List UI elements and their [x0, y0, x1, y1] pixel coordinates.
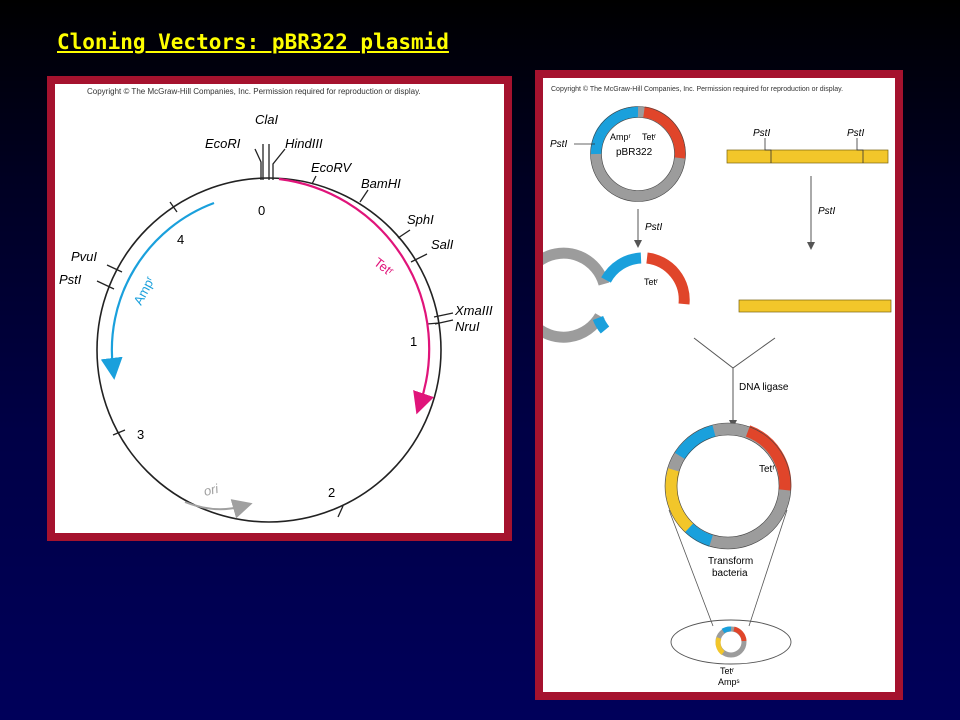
insert-pst-label-1: PstI	[753, 128, 770, 139]
cloning-panel: Copyright © The McGraw-Hill Companies, I…	[535, 70, 903, 700]
bacterial-cell	[670, 619, 792, 665]
transform-label-1: Transform	[708, 556, 753, 567]
cloning-copyright: Copyright © The McGraw-Hill Companies, I…	[551, 86, 844, 93]
tick-2	[337, 505, 344, 518]
slide-title: Cloning Vectors: pBR322 plasmid	[57, 30, 449, 54]
insert-dna-top	[726, 149, 889, 164]
tick-4-label: 4	[177, 232, 184, 247]
cloning-figure: PstI Ampʳ Tetʳ pBR322 PstI PstI PstI Pst…	[543, 106, 892, 687]
plasmid-circle	[96, 177, 442, 523]
arrow-pst-right-label: PstI	[818, 206, 835, 217]
amp-label: Ampʳ	[130, 274, 157, 307]
amp-gene-arrow	[100, 201, 215, 380]
xma-site-line	[433, 312, 454, 318]
tet-label-top: Tetʳ	[642, 132, 656, 142]
eco-rv-site-line	[311, 175, 317, 185]
tick-1	[426, 322, 440, 325]
pvu-label: PvuI	[71, 249, 97, 264]
tick-3	[112, 429, 126, 436]
plasmid-name: pBR322	[616, 147, 653, 158]
eco-rv-label: EcoRV	[311, 160, 353, 175]
insert-pst-label-2: PstI	[847, 128, 864, 139]
hind-label: HindIII	[285, 136, 323, 151]
sph-site-line	[397, 229, 411, 239]
cut-plasmid	[543, 247, 690, 343]
insert-dna-cut	[738, 299, 892, 313]
arrow-pst-left-label: PstI	[645, 222, 662, 233]
tick-0-label: 0	[258, 203, 265, 218]
cla-label: ClaI	[255, 112, 279, 127]
tick-4	[169, 201, 178, 213]
transform-label-2: bacteria	[712, 568, 748, 579]
eco-ri-label: EcoRI	[205, 136, 241, 151]
tet-label: Tetʳ	[371, 255, 396, 279]
nru-label: NruI	[455, 319, 480, 334]
bam-site-line	[359, 189, 369, 203]
ori-arrow	[184, 499, 253, 519]
cell-amp-label: Ampˢ	[718, 677, 740, 687]
cell-plasmid	[715, 626, 747, 658]
pst-left-label: PstI	[550, 139, 567, 150]
pvu-site-line	[106, 264, 123, 273]
tet-label-recombinant: Tetʳ	[759, 464, 775, 475]
sal-label: SalI	[431, 237, 454, 252]
tet-gene-arrow	[278, 177, 434, 415]
eco-ri-site-line	[254, 148, 262, 180]
amp-label-top: Ampʳ	[610, 132, 631, 142]
pbr322-plasmid	[590, 106, 686, 202]
transform-line-right	[748, 509, 788, 627]
map-copyright: Copyright © The McGraw-Hill Companies, I…	[87, 87, 421, 96]
pst-cut-2	[856, 138, 864, 163]
plasmid-map-panel: Copyright © The McGraw-Hill Companies, I…	[47, 76, 512, 541]
tick-3-label: 3	[137, 427, 144, 442]
recombinant-plasmid	[664, 422, 792, 550]
pst-cut-1	[764, 138, 772, 163]
tet-label-cut: Tetʳ	[644, 277, 658, 287]
pst-label: PstI	[59, 272, 82, 287]
ligase-label: DNA ligase	[739, 382, 789, 393]
bam-label: BamHI	[361, 176, 401, 191]
plasmid-map-figure: ClaI EcoRI HindIII EcoRV BamHI SphI SalI…	[59, 112, 493, 523]
sal-site-line	[410, 253, 428, 263]
pst-site-line	[96, 280, 115, 290]
xma-label: XmaIII	[454, 303, 493, 318]
tick-2-label: 2	[328, 485, 335, 500]
hind-site-line	[272, 148, 286, 180]
tick-1-label: 1	[410, 334, 417, 349]
sph-label: SphI	[407, 212, 434, 227]
ori-label: ori	[202, 481, 221, 499]
transform-line-left	[668, 509, 714, 627]
cell-tet-label: Tetʳ	[720, 666, 734, 676]
ligase-funnel	[693, 337, 776, 369]
